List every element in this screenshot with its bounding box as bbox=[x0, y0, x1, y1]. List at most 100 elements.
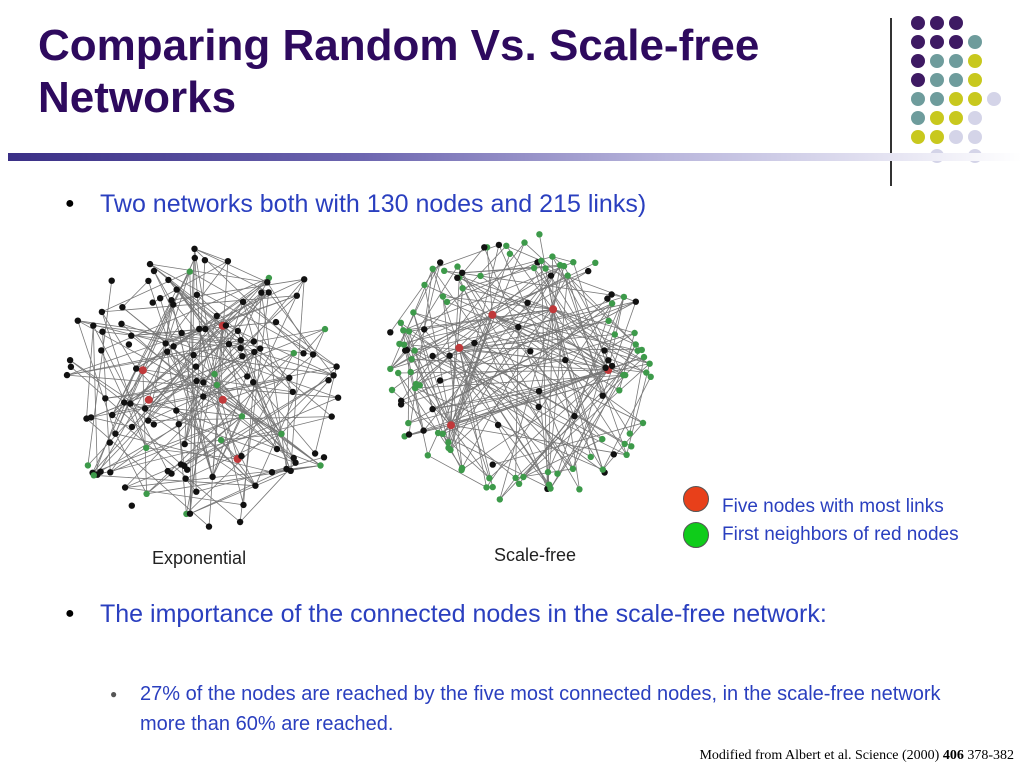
network-link bbox=[146, 352, 295, 495]
decorative-dot bbox=[911, 92, 925, 106]
network-link bbox=[148, 352, 294, 421]
network-node bbox=[602, 364, 609, 371]
network-node bbox=[405, 419, 412, 427]
network-node bbox=[67, 363, 75, 370]
network-node bbox=[90, 322, 97, 329]
network-link bbox=[105, 384, 218, 399]
network-link bbox=[184, 380, 197, 445]
network-node bbox=[407, 368, 414, 376]
network-node bbox=[289, 388, 296, 396]
exponential-network-diagram bbox=[63, 245, 342, 530]
network-node bbox=[459, 269, 466, 276]
network-node bbox=[224, 258, 232, 265]
network-link bbox=[216, 384, 294, 459]
network-node bbox=[643, 369, 650, 376]
network-node bbox=[443, 298, 451, 306]
network-link bbox=[486, 303, 613, 488]
network-link bbox=[86, 418, 210, 527]
network-link bbox=[432, 268, 574, 470]
network-node bbox=[439, 430, 446, 437]
network-node bbox=[454, 263, 461, 270]
network-link bbox=[166, 351, 222, 441]
bullet-item-importance: ● The importance of the connected nodes … bbox=[65, 596, 920, 632]
slide-title: Comparing Random Vs. Scale-free Networks bbox=[38, 21, 760, 122]
network-link bbox=[240, 292, 262, 341]
network-node bbox=[181, 440, 188, 448]
network-node bbox=[150, 267, 158, 275]
network-node bbox=[109, 411, 116, 419]
network-link bbox=[437, 432, 551, 489]
network-link bbox=[214, 373, 278, 450]
network-link bbox=[228, 301, 244, 345]
legend-green-node-icon bbox=[683, 522, 709, 548]
network-node bbox=[608, 362, 616, 370]
network-node bbox=[293, 292, 300, 299]
network-node bbox=[454, 274, 461, 281]
network-link bbox=[131, 354, 194, 428]
bullet-dot-icon: ● bbox=[65, 605, 75, 622]
network-node bbox=[610, 451, 617, 458]
network-node bbox=[576, 486, 583, 493]
network-node bbox=[90, 472, 97, 479]
network-link bbox=[557, 303, 613, 474]
bullet-dot-icon: ● bbox=[65, 195, 75, 212]
network-link bbox=[194, 257, 204, 383]
network-node bbox=[292, 459, 299, 466]
decorative-dot bbox=[930, 16, 944, 30]
network-link bbox=[149, 263, 218, 317]
network-node bbox=[562, 356, 569, 364]
network-node bbox=[186, 510, 194, 517]
network-node bbox=[236, 518, 244, 526]
network-node bbox=[278, 430, 285, 437]
network-node bbox=[191, 254, 198, 262]
network-node bbox=[173, 407, 180, 414]
network-node bbox=[608, 291, 615, 298]
network-node bbox=[494, 421, 502, 429]
network-node bbox=[149, 299, 156, 306]
decorative-dot bbox=[911, 73, 925, 87]
network-node bbox=[445, 444, 452, 452]
network-link bbox=[492, 314, 638, 352]
network-link bbox=[92, 277, 270, 474]
network-node bbox=[515, 323, 522, 331]
network-link bbox=[147, 292, 269, 421]
network-link bbox=[404, 374, 626, 437]
network-node bbox=[387, 329, 394, 336]
network-link bbox=[212, 351, 255, 477]
network-node bbox=[429, 352, 436, 360]
subbullet-dot-icon: ● bbox=[110, 687, 118, 701]
network-link bbox=[124, 366, 197, 403]
network-node bbox=[239, 353, 246, 360]
decorative-dot bbox=[930, 92, 944, 106]
network-node bbox=[320, 454, 328, 461]
network-link bbox=[111, 271, 191, 416]
network-link bbox=[574, 360, 609, 417]
network-node bbox=[446, 352, 453, 359]
network-node bbox=[445, 439, 452, 446]
network-node bbox=[585, 267, 592, 275]
network-node bbox=[503, 242, 510, 249]
network-node bbox=[640, 353, 648, 361]
network-link bbox=[424, 284, 626, 376]
network-node bbox=[311, 450, 319, 457]
network-node bbox=[486, 475, 493, 482]
network-node bbox=[536, 231, 543, 238]
network-link bbox=[112, 414, 241, 523]
network-node bbox=[178, 329, 185, 337]
network-node bbox=[515, 480, 523, 487]
decorative-dot bbox=[930, 111, 944, 125]
network-node bbox=[599, 435, 606, 443]
network-node bbox=[196, 325, 203, 333]
network-node bbox=[496, 496, 503, 503]
network-link bbox=[563, 265, 624, 376]
network-node bbox=[458, 464, 466, 472]
network-node bbox=[587, 453, 594, 461]
network-node bbox=[599, 466, 606, 473]
network-link bbox=[449, 320, 609, 357]
network-node bbox=[535, 388, 543, 395]
network-link bbox=[314, 366, 337, 454]
bullet-item-networks: ● Two networks both with 130 nodes and 2… bbox=[65, 186, 880, 222]
network-node bbox=[459, 285, 466, 292]
network-node bbox=[87, 414, 95, 421]
network-node bbox=[192, 363, 200, 370]
